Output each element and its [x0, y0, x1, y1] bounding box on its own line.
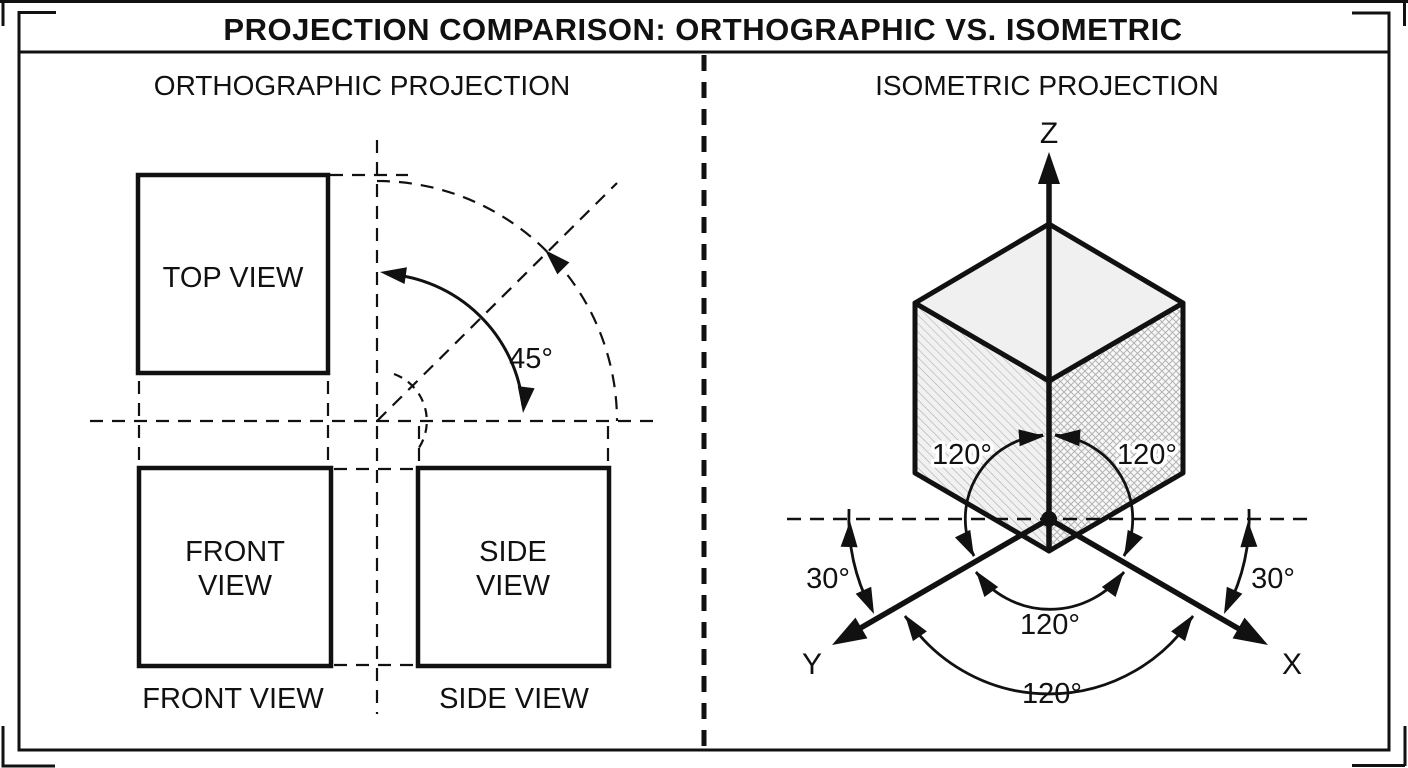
y-axis-line: [843, 516, 1051, 640]
y-axis-label: Y: [802, 648, 822, 681]
arrowhead-30R-top: [1240, 521, 1258, 548]
angle-45-arc: [386, 272, 525, 407]
corner-mark-bottom-left: [1, 726, 55, 768]
angle-label-z-to-y: 120°: [932, 439, 992, 471]
front-view-box: [136, 465, 334, 669]
page-title: PROJECTION COMPARISON: ORTHOGRAPHIC VS. …: [223, 12, 1182, 47]
arrowhead-30L-bottom: [855, 586, 874, 614]
x-axis-arrowhead: [1232, 617, 1268, 645]
arrowhead-outer-left: [905, 615, 927, 642]
orthographic-heading: ORTHOGRAPHIC PROJECTION: [154, 70, 570, 101]
arrowhead-zy-top: [1018, 429, 1045, 447]
side-view-box: [415, 465, 612, 669]
arc-arrowheads: [840, 429, 1258, 642]
side-view-label-line1: SIDE: [479, 536, 547, 568]
front-view-caption: FRONT VIEW: [142, 683, 324, 715]
arc-y-to-x-outer: [903, 615, 1195, 696]
angle-45-label: 45°: [509, 343, 553, 375]
x-axis-label: X: [1282, 648, 1302, 681]
side-view-label-line2: VIEW: [476, 570, 551, 602]
arrowhead-zx-top: [1054, 429, 1081, 447]
arrowhead-inner-right: [1101, 571, 1124, 598]
small-corner-arc: [393, 372, 428, 453]
arc-y-to-x-inner: [974, 571, 1126, 611]
angle-label-yx-outer: 120°: [1022, 678, 1082, 710]
angle-label-z-to-x: 120°: [1117, 439, 1177, 471]
z-axis-label: Z: [1040, 117, 1058, 150]
isometric-axes: [843, 178, 1255, 640]
arrowhead-zx-bottom: [1124, 529, 1144, 557]
miter-line-45deg: [376, 182, 618, 422]
z-axis-arrowhead: [1038, 152, 1060, 184]
x-axis-line: [1047, 516, 1255, 640]
top-view-box: [135, 172, 331, 376]
main-border: [17, 11, 1391, 752]
arrowhead-30L-top: [840, 521, 858, 548]
angle-45-dimension: 45°: [380, 250, 570, 413]
arrowhead-outer-right: [1171, 615, 1193, 642]
isometric-heading: ISOMETRIC PROJECTION: [875, 70, 1219, 101]
view-boxes: [135, 172, 612, 669]
orthographic-panel: ORTHOGRAPHIC PROJECTION 45°: [90, 70, 658, 715]
angle-label-30-right: 30°: [1251, 563, 1295, 595]
angle-label-30-left: 30°: [806, 563, 850, 595]
arrowhead-45-top: [380, 267, 407, 285]
y-axis-arrowhead: [832, 617, 868, 645]
arrowhead-45-bottom: [517, 386, 535, 413]
side-view-caption: SIDE VIEW: [439, 683, 589, 715]
front-view-label-line1: FRONT: [185, 536, 285, 568]
arrowhead-inner-left: [976, 571, 999, 598]
top-view-label: TOP VIEW: [163, 262, 304, 294]
front-view-label-line2: VIEW: [198, 570, 273, 602]
arrowhead-zy-bottom: [954, 529, 974, 557]
corner-mark-bottom-right: [1352, 726, 1407, 767]
angle-label-yx-inner: 120°: [1020, 609, 1080, 641]
arrowhead-30R-bottom: [1224, 586, 1243, 614]
arrowhead-miter-line: [545, 250, 570, 275]
isometric-panel: ISOMETRIC PROJECTION: [787, 70, 1313, 710]
origin-point: [1041, 511, 1057, 527]
